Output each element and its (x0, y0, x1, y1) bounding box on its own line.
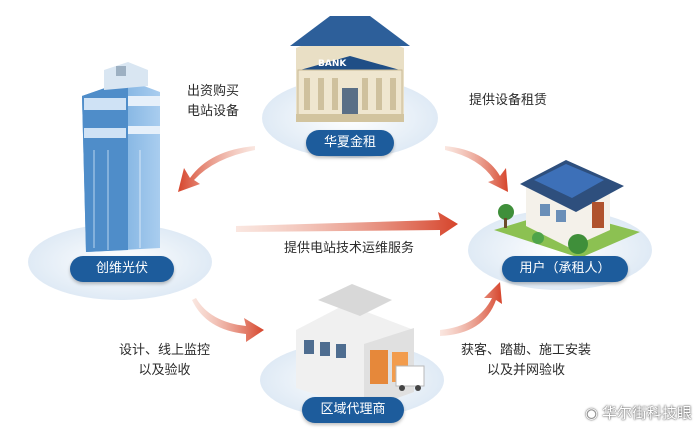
flow-note-tower-agent: 设计、线上监控 以及验收 (119, 341, 210, 381)
flow-note-line: 电站设备 (187, 104, 240, 119)
node-label-user: 用户（承租人） (502, 256, 628, 282)
arrow-tower-to-agent (192, 298, 264, 342)
watermark: ◉华尔街科技眼 (585, 402, 692, 423)
weibo-eye-icon: ◉ (584, 404, 598, 422)
watermark-text: 华尔街科技眼 (601, 404, 692, 422)
flow-note-agent-user: 获客、踏勘、施工安装 以及并网验收 (461, 341, 591, 381)
flow-note-line: 出资购买 (187, 84, 240, 99)
flow-note-tower-bank: 出资购买 电站设备 (187, 82, 239, 122)
flow-note-bank-user: 提供设备租赁 (469, 93, 548, 108)
node-label-tower: 创维光伏 (70, 256, 174, 282)
flow-note-tower-user: 提供电站技术运维服务 (284, 241, 415, 256)
flow-note-line: 设计、线上监控 (119, 343, 211, 358)
bank-building: BANK (290, 16, 410, 122)
node-label-bank: 华夏金租 (306, 130, 394, 156)
tower-building (82, 62, 160, 252)
arrow-bank-to-user (445, 146, 508, 192)
node-label-agent: 区域代理商 (302, 397, 404, 423)
arrow-bank-to-tower (178, 146, 255, 192)
agent-store (296, 284, 425, 410)
flow-note-line: 以及验收 (138, 363, 191, 378)
flow-note-line: 获客、踏勘、施工安装 (461, 343, 592, 358)
arrow-agent-to-user (440, 282, 502, 336)
flow-note-line: 以及并网验收 (487, 363, 566, 378)
arrow-tower-to-user (236, 212, 458, 236)
bank-sign: BANK (318, 59, 347, 69)
user-house (494, 160, 640, 258)
